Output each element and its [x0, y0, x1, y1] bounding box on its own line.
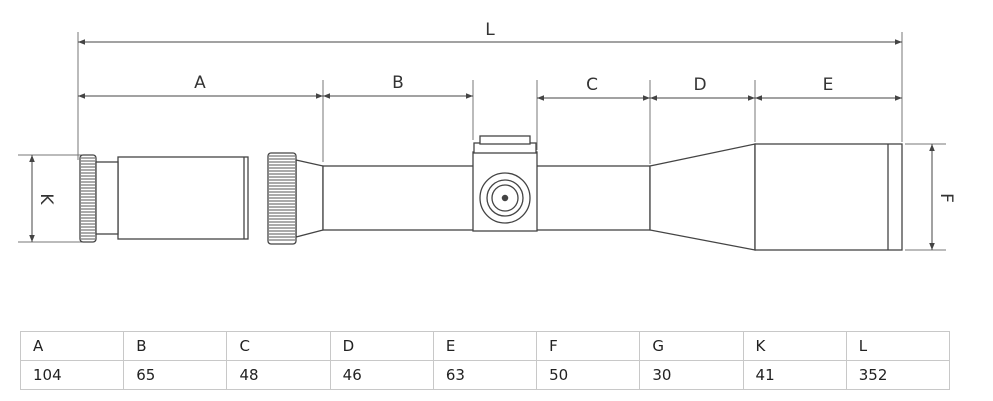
- eyepiece-body: [117, 156, 249, 240]
- table-header-cell: F: [536, 331, 641, 361]
- dim-label-L: L: [485, 20, 495, 40]
- rear-knurled-ring: [79, 154, 97, 243]
- knurling: [81, 155, 295, 241]
- table-header-cell: L: [845, 331, 951, 361]
- dim-label-E: E: [823, 75, 834, 95]
- table-value-cell: 48: [226, 360, 331, 390]
- table-header-cell: A: [19, 331, 125, 361]
- table-value-cell: 63: [432, 360, 538, 390]
- table-header-cell: E: [432, 331, 538, 361]
- table-value-cell: 30: [639, 360, 744, 390]
- turret-cap-top: [479, 135, 531, 145]
- ocular-bell: [295, 159, 324, 238]
- table-value-cell: 41: [742, 360, 847, 390]
- table-header-row: A B C D E F G K L: [19, 331, 951, 361]
- table-header-cell: D: [329, 331, 434, 361]
- dim-label-B: B: [392, 73, 404, 93]
- table-header-cell: G: [639, 331, 744, 361]
- table-header-cell: B: [123, 331, 228, 361]
- main-tube-front: [534, 165, 651, 231]
- dim-label-F: F: [936, 193, 956, 203]
- table-value-cell: 50: [536, 360, 641, 390]
- table-value-cell: 352: [845, 360, 951, 390]
- dimension-lines: [29, 39, 935, 250]
- scope-dimension-drawing: L A B C D E K G F: [18, 20, 956, 251]
- objective-bell: [754, 143, 903, 251]
- table-value-cell: 46: [329, 360, 434, 390]
- riflescope-outline: [79, 135, 903, 251]
- table-value-cell: 65: [123, 360, 228, 390]
- eyepiece-collar: [95, 161, 119, 235]
- dimensions-table: A B C D E F G K L 104 65 48 46 63 50 30 …: [19, 331, 951, 390]
- table-header-cell: K: [742, 331, 847, 361]
- dim-label-C: C: [586, 75, 598, 95]
- dim-label-K: K: [36, 193, 56, 205]
- table-header-cell: C: [226, 331, 331, 361]
- table-value-cell: 104: [19, 360, 125, 390]
- dim-label-D: D: [693, 75, 706, 95]
- main-tube-rear: [322, 165, 476, 231]
- table-value-row: 104 65 48 46 63 50 30 41 352: [19, 360, 951, 390]
- dim-label-A: A: [194, 73, 206, 93]
- objective-cone: [649, 143, 756, 251]
